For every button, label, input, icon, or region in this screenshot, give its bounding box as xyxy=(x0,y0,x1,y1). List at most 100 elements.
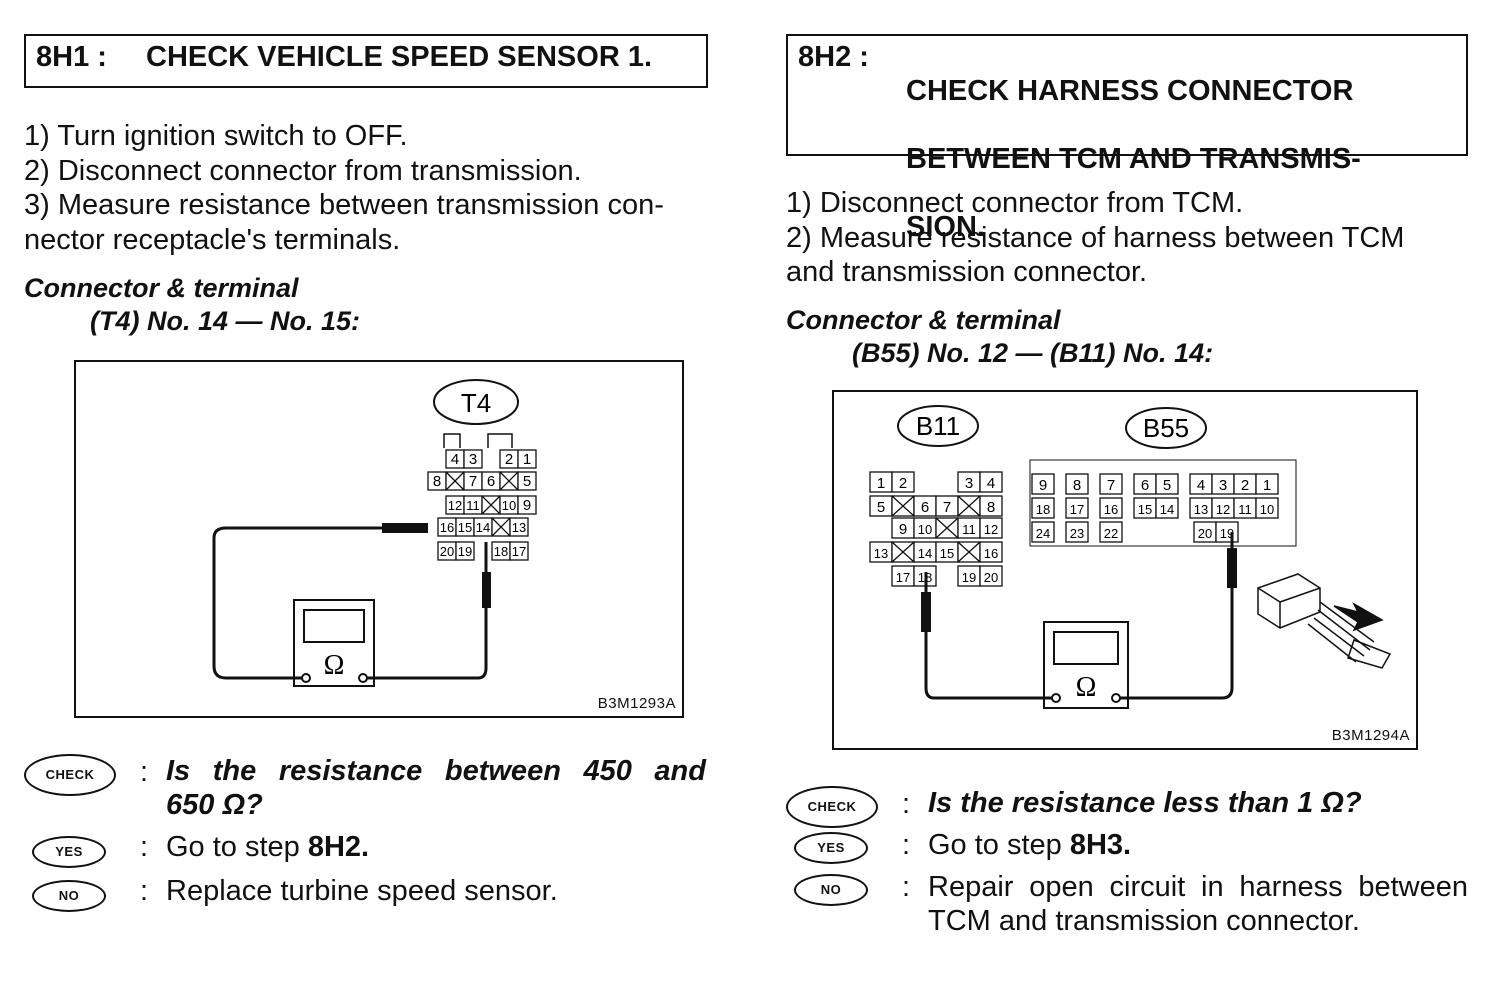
connector-terminal: (T4) No. 14 — No. 15: xyxy=(90,306,361,336)
terminal-number: 12 xyxy=(448,498,462,513)
instruction-1: 1) Turn ignition switch to OFF. xyxy=(24,120,408,152)
terminal-number: 2 xyxy=(899,475,907,492)
step-header-8h1: 8H1 : CHECK VEHICLE SPEED SENSOR 1. xyxy=(24,34,708,88)
figure-code: B3M1294A xyxy=(1331,727,1410,744)
terminal-number: 6 xyxy=(1141,477,1149,494)
check-badge-icon: CHECK xyxy=(24,754,116,796)
b11-terminal xyxy=(979,517,1003,539)
instructions: 1) Turn ignition switch to OFF. 2) Disco… xyxy=(24,119,708,257)
terminal-number: 17 xyxy=(1070,502,1084,517)
unused-terminal-icon xyxy=(499,471,519,491)
b55-terminal xyxy=(1255,473,1279,495)
b55-terminal xyxy=(1099,497,1123,519)
connector-terminal: (B55) No. 12 — (B11) No. 14: xyxy=(852,338,1214,368)
unused-terminal-icon xyxy=(957,495,981,517)
terminal-number: 10 xyxy=(502,498,516,513)
b55-terminal xyxy=(1099,521,1123,543)
t4-terminal xyxy=(509,541,529,561)
terminal-number: 15 xyxy=(458,520,472,535)
step-title-line2: BETWEEN TCM AND TRANSMIS- xyxy=(906,143,1361,175)
check-question: Is the resistance less than 1 Ω? xyxy=(928,787,1362,819)
t4-label: T4 xyxy=(461,388,491,418)
terminal-number: 16 xyxy=(1104,502,1118,517)
terminal-number: 22 xyxy=(1104,526,1118,541)
step-title: CHECK HARNESS CONNECTOR BETWEEN TCM AND … xyxy=(906,40,1361,278)
test-lead-left xyxy=(212,526,406,680)
check-question-line1: Is the resistance between 450 and xyxy=(166,755,706,787)
figure-code: B3M1293A xyxy=(597,695,676,712)
terminal-number: 4 xyxy=(1197,477,1205,494)
b55-terminal xyxy=(1099,473,1123,495)
step-header-8h2: 8H2 : CHECK HARNESS CONNECTOR BETWEEN TC… xyxy=(786,34,1468,243)
instruction-2-line2: and transmission connector. xyxy=(786,256,1148,288)
step-number: 8H2 : xyxy=(798,41,869,73)
terminal-number: 13 xyxy=(512,520,526,535)
terminal-number: 10 xyxy=(918,522,932,537)
unused-terminal-icon xyxy=(935,517,959,539)
unused-terminal-icon xyxy=(891,495,915,517)
check-row: CHECK : Is the resistance between 450 an… xyxy=(24,752,708,836)
yes-row: YES : Go to step 8H2. xyxy=(24,831,708,880)
terminal-number: 8 xyxy=(433,473,441,490)
t4-terminal xyxy=(517,471,537,491)
no-row: NO : Repair open circuit in harness betw… xyxy=(786,871,1468,946)
terminal-number: 3 xyxy=(469,451,477,468)
terminal-number: 8 xyxy=(1073,477,1081,494)
check-badge-icon: CHECK xyxy=(786,786,878,828)
yes-action: Go to step 8H2. xyxy=(166,830,369,864)
no-action: Replace turbine speed sensor. xyxy=(166,875,558,907)
b11-terminal xyxy=(979,541,1003,563)
step-number: 8H1 : xyxy=(36,41,107,73)
terminal-number: 11 xyxy=(962,522,976,537)
b55-terminal xyxy=(1255,497,1279,519)
check-section: CHECK : Is the resistance between 450 an… xyxy=(24,752,708,912)
terminal-number: 5 xyxy=(1163,477,1171,494)
terminal-number: 10 xyxy=(1260,502,1274,517)
ohm-symbol-icon: Ω xyxy=(1076,672,1097,703)
terminal-number: 16 xyxy=(984,546,998,561)
terminal-number: 1 xyxy=(523,451,531,468)
terminal-number: 7 xyxy=(469,473,477,490)
terminal-number: 2 xyxy=(1241,477,1249,494)
terminal-number: 24 xyxy=(1036,526,1050,541)
b55-label: B55 xyxy=(1143,413,1189,443)
t4-terminal xyxy=(517,449,537,469)
ohm-symbol-icon: Ω xyxy=(324,650,345,681)
terminal-number: 15 xyxy=(940,546,954,561)
ohmmeter-display xyxy=(303,609,365,643)
unused-terminal-icon xyxy=(445,471,465,491)
step-title-line3: SION. xyxy=(906,211,985,243)
no-badge-icon: NO xyxy=(32,880,106,912)
instruction-3-line1: 3) Measure resistance between transmissi… xyxy=(24,189,664,221)
no-action-line1: Repair open circuit in harness between xyxy=(928,871,1468,903)
yes-badge-icon: YES xyxy=(32,836,106,868)
connector-heading: Connector & terminal xyxy=(786,305,1061,335)
terminal-number: 11 xyxy=(1238,502,1252,517)
unused-terminal-icon xyxy=(957,541,981,563)
t4-terminal xyxy=(509,517,529,537)
terminal-number: 3 xyxy=(1219,477,1227,494)
b55-terminal xyxy=(1065,497,1089,519)
step-title: CHECK VEHICLE SPEED SENSOR 1. xyxy=(146,41,652,73)
terminal-number: 19 xyxy=(458,544,472,559)
check-section: CHECK : Is the resistance less than 1 Ω?… xyxy=(786,786,1468,946)
b55-terminal xyxy=(1031,521,1055,543)
terminal-number: 15 xyxy=(1138,502,1152,517)
terminal-number: 1 xyxy=(877,475,885,492)
terminal-number: 18 xyxy=(1036,502,1050,517)
b11-terminal xyxy=(979,565,1003,587)
no-badge-icon: NO xyxy=(794,874,868,906)
t4-terminal xyxy=(517,495,537,515)
terminal-number: 16 xyxy=(440,520,454,535)
terminal-number: 11 xyxy=(466,498,480,513)
yes-action-text: Go to step xyxy=(166,831,308,863)
connector-terminal-label: Connector & terminal (B55) No. 12 — (B11… xyxy=(786,304,1213,370)
terminal-number: 19 xyxy=(962,570,976,585)
yes-step-ref: 8H3. xyxy=(1069,829,1132,861)
t4-terminal xyxy=(455,541,475,561)
terminal-number: 6 xyxy=(487,473,495,490)
